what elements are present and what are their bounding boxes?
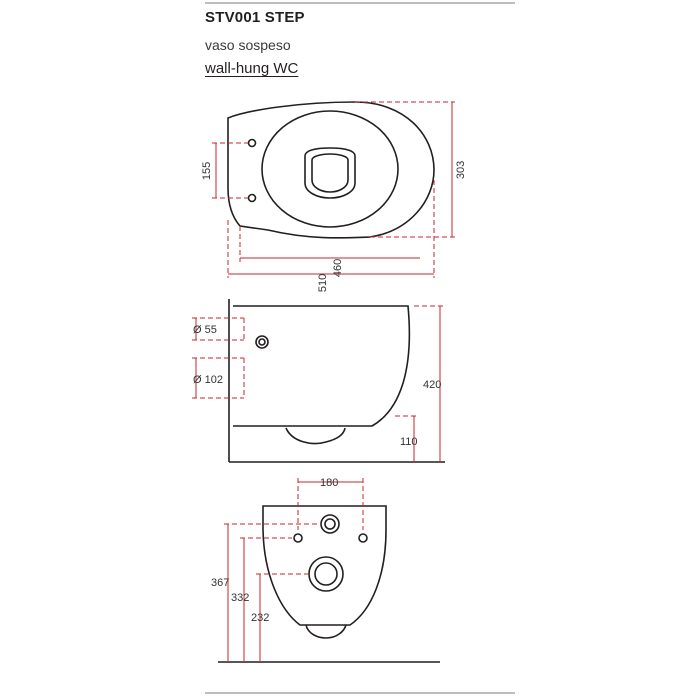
rear-view-outline [218,505,440,663]
dim-top-length-inner: 460 [332,259,344,277]
rear-view-dimensions [224,478,364,662]
dim-rear-height-low: 232 [251,612,269,624]
dim-side-hole-upper: Ø 55 [193,324,217,336]
dim-top-bolt-spacing: 155 [201,162,213,180]
dim-top-length: 510 [317,274,329,292]
dim-top-width: 303 [455,161,467,179]
dim-rear-height-mid: 332 [231,592,249,604]
side-view: Ø 55 55 Ø 102 420 110 [192,299,445,463]
product-name-english: wall-hung WC [205,60,299,77]
product-code: STV001 STEP [205,9,305,26]
dim-rear-height-total: 367 [211,577,229,589]
top-view-outline [227,101,435,239]
top-view: 155 303 510 460 [201,101,467,292]
top-rule [205,2,515,4]
dim-side-height: 420 [423,379,441,391]
dim-side-base: 110 [400,436,418,448]
dim-side-hole-lower: Ø 102 [193,374,223,386]
side-view-outline [228,299,445,463]
top-view-dimensions [212,101,455,278]
rear-view: 180 367 332 232 [211,477,440,663]
bottom-rule [205,692,515,694]
side-view-dimensions [192,305,444,462]
dim-rear-bolt-spacing: 180 [320,477,338,489]
product-name-italian: vaso sospeso [205,37,291,53]
